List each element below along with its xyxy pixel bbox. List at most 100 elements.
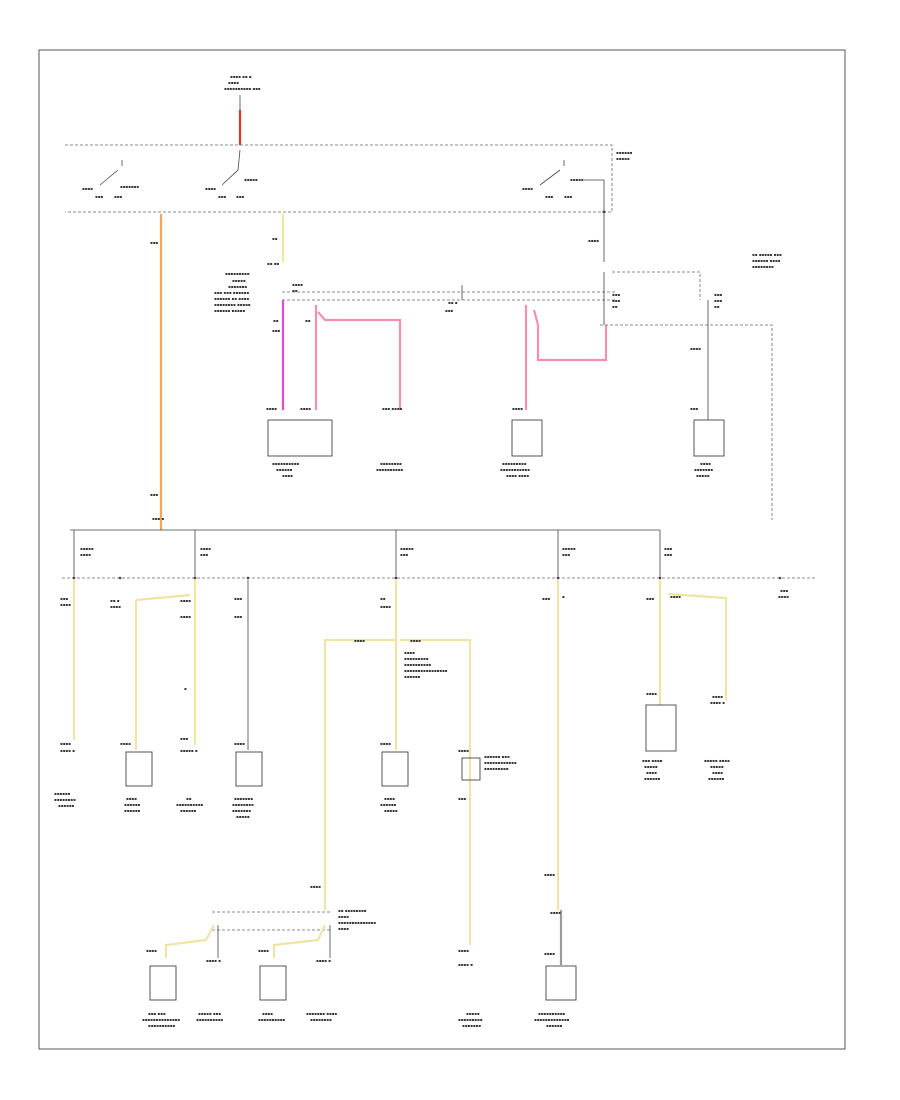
svg-text:▪▪▪: ▪▪▪ [690,406,698,411]
svg-text:▪▪▪: ▪▪▪ [562,552,570,557]
svg-text:▪▪▪▪▪▪▪: ▪▪▪▪▪▪▪ [228,284,247,289]
svg-text:▪▪: ▪▪ [714,304,720,309]
svg-text:▪▪▪▪: ▪▪▪▪ [266,406,277,411]
svg-text:▪▪▪: ▪▪▪ [564,194,572,199]
svg-text:▪▪▪: ▪▪▪ [234,614,242,619]
battery-feed: ▪▪▪▪ ▪▪ ▪ ▪▪▪▪ ▪▪▪▪▪▪▪▪▪▪ ▪▪▪ [224,74,261,145]
svg-text:▪▪▪▪: ▪▪▪▪ [292,282,303,287]
svg-text:▪▪▪▪▪▪▪▪▪▪▪▪▪▪: ▪▪▪▪▪▪▪▪▪▪▪▪▪▪ [142,1017,180,1022]
svg-text:▪▪▪▪▪▪▪▪: ▪▪▪▪▪▪▪▪ [310,1017,332,1022]
svg-text:▪▪▪▪: ▪▪▪▪ [700,461,711,466]
svg-text:▪▪▪▪: ▪▪▪▪ [200,546,211,551]
svg-text:▪▪▪▪: ▪▪▪▪ [712,770,723,775]
svg-text:▪▪▪▪: ▪▪▪▪ [110,604,121,609]
svg-text:▪▪▪▪: ▪▪▪▪ [262,1011,273,1016]
svg-text:▪▪▪▪▪▪: ▪▪▪▪▪▪ [708,776,725,781]
svg-text:▪▪▪▪: ▪▪▪▪ [404,650,415,655]
main-bus: ▪▪▪▪▪▪▪▪▪ ▪▪▪▪▪▪▪ ▪▪▪▪▪▪▪▪ ▪▪▪▪▪▪▪▪ ▪▪▪▪… [62,529,815,599]
svg-text:▪▪▪▪▪▪▪▪▪: ▪▪▪▪▪▪▪▪▪ [404,656,429,661]
svg-text:▪▪▪▪: ▪▪▪▪ [410,638,421,643]
svg-text:▪▪▪▪: ▪▪▪▪ [60,602,71,607]
svg-text:▪▪▪: ▪▪▪ [458,796,466,801]
svg-text:▪▪▪▪▪▪: ▪▪▪▪▪▪ [404,674,421,679]
pink-wire-d [532,309,608,362]
svg-text:▪▪▪: ▪▪▪ [180,736,188,741]
svg-text:▪▪: ▪▪ [612,304,618,309]
svg-text:▪▪▪▪▪: ▪▪▪▪▪ [244,177,258,182]
svg-text:▪▪▪: ▪▪▪ [150,492,158,497]
svg-text:▪▪▪▪▪▪: ▪▪▪▪▪▪ [380,802,397,807]
svg-text:▪▪▪▪: ▪▪▪▪ [205,186,216,191]
svg-text:▪▪▪▪: ▪▪▪▪ [458,748,469,753]
svg-text:▪▪▪▪: ▪▪▪▪ [550,910,561,915]
svg-text:▪▪▪: ▪▪▪ [780,588,788,593]
svg-text:▪▪▪▪: ▪▪▪▪ [180,598,191,603]
svg-text:▪▪▪▪: ▪▪▪▪ [234,741,245,746]
svg-text:▪▪▪▪▪: ▪▪▪▪▪ [80,546,94,551]
svg-text:▪▪▪▪▪▪: ▪▪▪▪▪▪ [546,1023,563,1028]
svg-text:▪▪▪▪: ▪▪▪▪ [646,770,657,775]
svg-text:▪▪▪▪▪: ▪▪▪▪▪ [232,278,246,283]
svg-text:▪▪▪▪▪▪▪▪▪▪▪▪▪▪▪▪: ▪▪▪▪▪▪▪▪▪▪▪▪▪▪▪▪ [404,668,448,673]
svg-text:▪▪▪▪▪: ▪▪▪▪▪ [384,808,398,813]
svg-text:▪▪▪▪▪▪: ▪▪▪▪▪▪ [644,776,661,781]
svg-text:▪▪▪▪: ▪▪▪▪ [60,741,71,746]
svg-text:▪▪ ▪: ▪▪ ▪ [448,300,458,305]
svg-text:▪▪▪▪ ▪: ▪▪▪▪ ▪ [458,962,473,967]
svg-text:▪▪▪▪▪: ▪▪▪▪▪ [562,546,576,551]
svg-text:▪▪▪▪ ▪▪ ▪: ▪▪▪▪ ▪▪ ▪ [230,74,252,79]
svg-text:▪▪▪▪: ▪▪▪▪ [258,948,269,953]
svg-text:▪▪▪▪▪▪▪▪▪▪: ▪▪▪▪▪▪▪▪▪▪ [258,1017,285,1022]
svg-text:▪▪▪▪ ▪: ▪▪▪▪ ▪ [60,748,75,753]
svg-text:▪▪ ▪▪▪▪▪ ▪▪▪: ▪▪ ▪▪▪▪▪ ▪▪▪ [752,252,782,257]
svg-text:▪▪▪▪▪: ▪▪▪▪▪ [400,546,414,551]
svg-text:▪▪▪▪▪▪▪▪: ▪▪▪▪▪▪▪▪ [380,461,402,466]
svg-text:▪▪▪▪: ▪▪▪▪ [180,614,191,619]
svg-text:▪▪▪▪▪ ▪▪▪▪: ▪▪▪▪▪ ▪▪▪▪ [704,758,730,763]
svg-text:▪▪▪▪: ▪▪▪▪ [300,406,311,411]
svg-text:▪▪▪: ▪▪▪ [236,194,244,199]
svg-text:▪▪▪▪: ▪▪▪▪ [338,914,349,919]
svg-text:▪▪▪▪: ▪▪▪▪ [588,238,599,243]
svg-text:▪▪▪ ▪▪▪: ▪▪▪ ▪▪▪ [148,1011,166,1016]
svg-text:▪▪▪▪▪▪▪▪▪▪▪▪▪▪: ▪▪▪▪▪▪▪▪▪▪▪▪▪▪ [338,920,376,925]
svg-text:▪▪▪▪▪▪▪▪▪: ▪▪▪▪▪▪▪▪▪ [484,766,509,771]
svg-text:▪▪▪▪▪▪: ▪▪▪▪▪▪ [58,803,75,808]
svg-text:▪▪▪▪▪: ▪▪▪▪▪ [710,764,724,769]
svg-text:▪▪▪▪▪▪▪▪: ▪▪▪▪▪▪▪▪ [54,797,76,802]
svg-text:▪▪▪▪▪▪: ▪▪▪▪▪▪ [616,150,633,155]
branch-labels: ▪▪▪▪▪▪▪ ▪▪ ▪▪▪▪▪ ▪▪▪▪▪▪▪▪ ▪▪▪▪▪▪ ▪▪▪▪▪▪ … [60,594,681,691]
svg-text:▪▪▪ ▪: ▪▪▪ ▪ [152,516,164,521]
svg-text:▪▪▪: ▪▪▪ [445,308,453,313]
svg-text:▪▪▪▪: ▪▪▪▪ [282,473,293,478]
svg-text:▪▪▪▪: ▪▪▪▪ [670,594,681,599]
svg-text:▪▪▪▪▪: ▪▪▪▪▪ [570,177,584,182]
svg-text:▪▪▪▪: ▪▪▪▪ [228,80,239,85]
svg-text:▪▪ ▪▪▪▪▪▪▪▪: ▪▪ ▪▪▪▪▪▪▪▪ [338,908,367,913]
svg-text:▪▪▪▪: ▪▪▪▪ [380,604,391,609]
svg-text:▪▪: ▪▪ [186,796,192,801]
svg-text:▪▪▪▪▪▪▪▪▪: ▪▪▪▪▪▪▪▪▪ [502,461,527,466]
svg-text:▪▪▪: ▪▪▪ [95,194,103,199]
svg-text:▪: ▪ [184,686,187,691]
yellow-branch-11 [164,924,215,958]
svg-text:▪▪▪▪▪▪▪▪: ▪▪▪▪▪▪▪▪ [752,264,774,269]
svg-text:▪▪▪ ▪▪▪ ▪▪▪▪▪▪: ▪▪▪ ▪▪▪ ▪▪▪▪▪▪ [214,290,249,295]
svg-text:▪▪ ▪: ▪▪ ▪ [110,598,120,603]
svg-text:▪▪▪: ▪▪▪ [542,596,550,601]
svg-text:▪▪▪▪: ▪▪▪▪ [458,948,469,953]
svg-text:▪▪▪▪: ▪▪▪▪ [354,638,365,643]
svg-text:▪▪▪▪▪▪: ▪▪▪▪▪▪ [124,808,141,813]
svg-text:▪▪▪▪▪ ▪: ▪▪▪▪▪ ▪ [180,748,198,753]
svg-text:▪▪: ▪▪ [380,596,386,601]
svg-text:▪▪: ▪▪ [273,318,279,323]
component-row-1: ▪▪▪▪▪▪▪▪ ▪ ▪▪▪▪▪▪▪▪▪▪▪▪▪▪▪▪▪▪▪▪ ▪▪▪▪ ▪▪▪… [54,691,730,819]
svg-text:▪▪▪▪: ▪▪▪▪ [712,694,723,699]
svg-text:▪▪▪▪: ▪▪▪▪ [646,691,657,696]
yellow-branch-6 [323,638,396,910]
svg-text:▪▪▪▪▪: ▪▪▪▪▪ [466,1011,480,1016]
pink-wire-b [317,311,402,410]
svg-text:▪▪▪▪▪▪: ▪▪▪▪▪▪ [276,467,293,472]
svg-text:▪▪▪: ▪▪▪ [218,194,226,199]
svg-text:▪▪: ▪▪ [272,236,278,241]
